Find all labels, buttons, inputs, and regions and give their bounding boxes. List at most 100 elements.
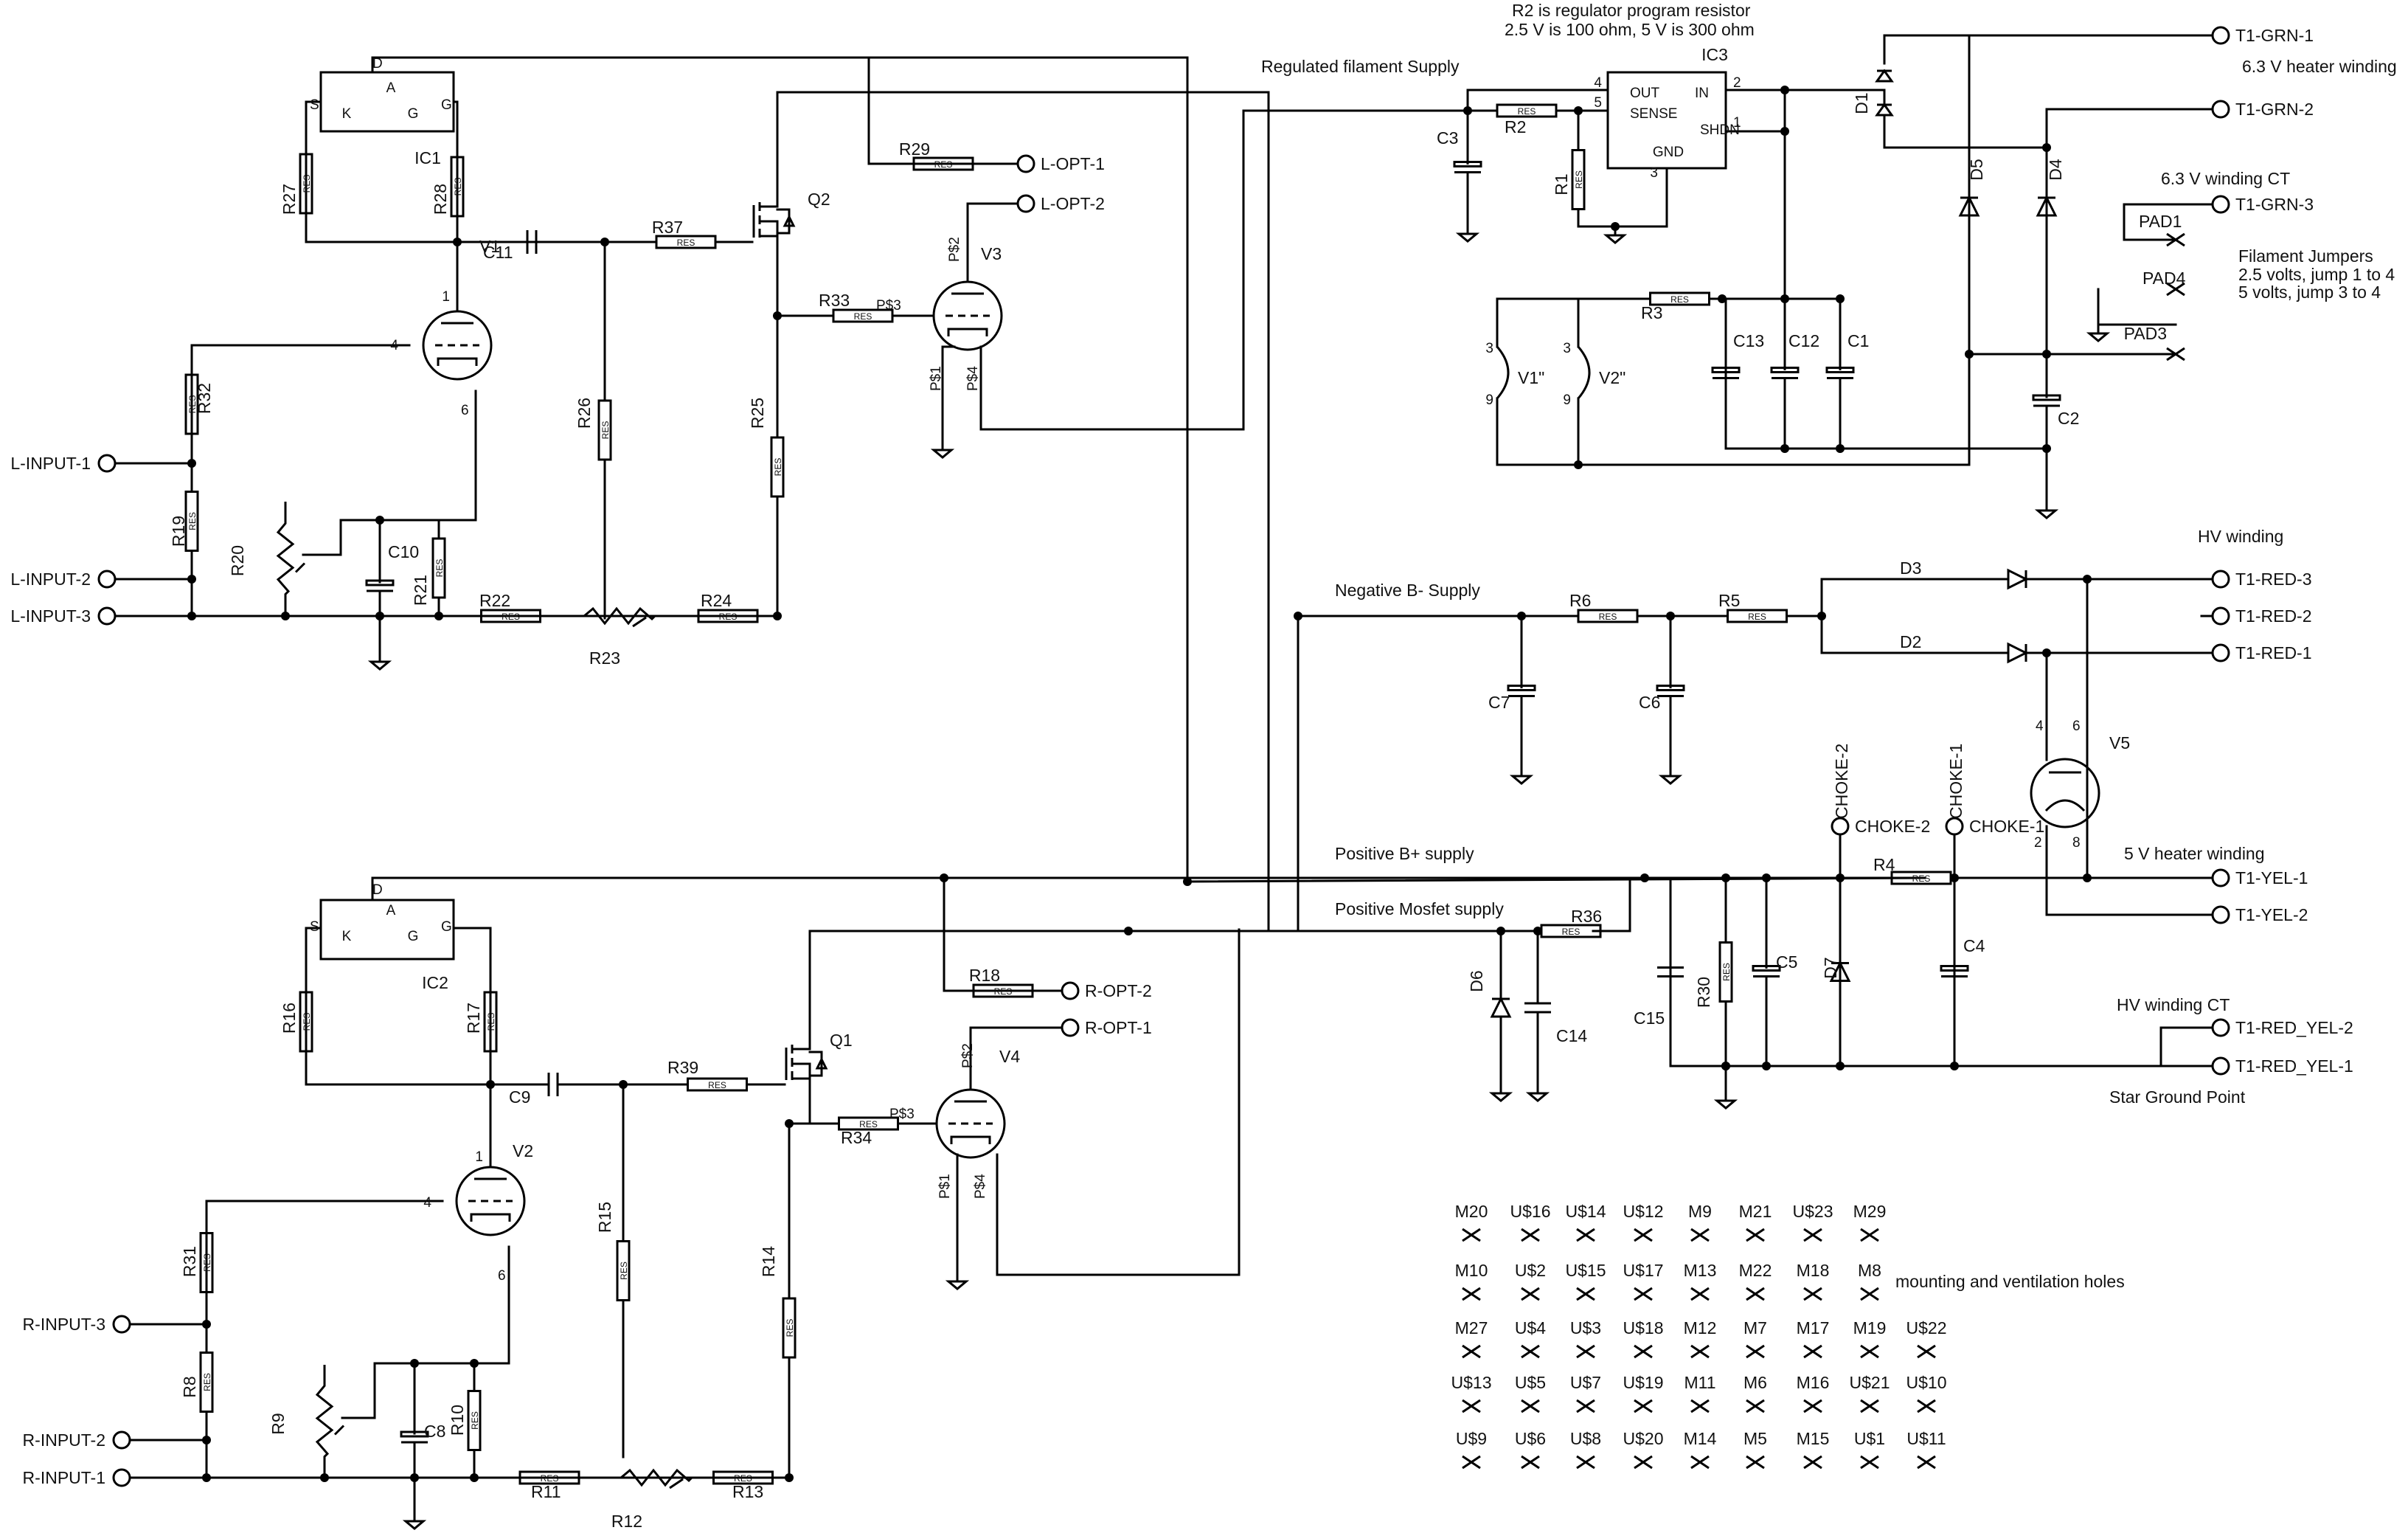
terminal-ry1	[2211, 1056, 2230, 1076]
resistor-R11-body	[518, 1470, 580, 1485]
wire	[758, 190, 779, 208]
terminal-l_in3	[97, 606, 117, 626]
label: D2	[1900, 632, 1921, 651]
mounting-hole-label: M16	[1797, 1373, 1830, 1392]
pot-R20-body	[276, 502, 295, 616]
hole-marker-icon	[1746, 1344, 1765, 1359]
label: C14	[1556, 1026, 1587, 1045]
mounting-hole-label: U$16	[1510, 1202, 1551, 1221]
label: C12	[1788, 331, 1819, 350]
junction-dot	[1950, 1062, 1959, 1070]
resistor-tag: RES	[453, 178, 463, 196]
resistor-tag: RES	[202, 1253, 212, 1272]
label: R27	[280, 184, 299, 215]
resistor-tag: RES	[1574, 170, 1584, 189]
label: D6	[1467, 970, 1486, 992]
resistor-tag: RES	[708, 1080, 726, 1090]
hole-marker-icon	[1634, 1399, 1653, 1413]
ic3-body	[1606, 71, 1727, 170]
tube-V2-cathode	[470, 1213, 511, 1222]
label: C11	[483, 243, 513, 262]
label: IC2	[422, 973, 448, 992]
hole-marker-icon	[1690, 1455, 1710, 1470]
resistor-R14-body	[782, 1297, 797, 1359]
label: C15	[1634, 1008, 1665, 1028]
label: R2	[1505, 117, 1526, 136]
hole-marker-icon	[1690, 1287, 1710, 1301]
label: R2 is regulator program resistor	[1512, 1, 1751, 20]
label: C2	[2058, 409, 2079, 428]
resistor-tag: RES	[994, 986, 1013, 997]
ground-symbol	[1603, 234, 1628, 244]
hole-marker-icon	[1521, 1228, 1540, 1242]
label: A	[386, 903, 396, 918]
cap-C2-plate	[2032, 394, 2061, 401]
terminal-l_opt2	[1016, 194, 1035, 213]
terminal-grn2	[2211, 100, 2230, 119]
terminal-l_in1	[97, 454, 117, 473]
wire	[758, 235, 779, 252]
terminal-label: T1-GRN-2	[2235, 100, 2314, 119]
label: 9	[1563, 392, 1571, 408]
label: 2.5 V is 100 ohm, 5 V is 300 ohm	[1505, 20, 1755, 39]
resistor-R39-body	[687, 1077, 748, 1092]
label: V1	[479, 237, 500, 256]
resistor-tag: RES	[773, 458, 783, 477]
wire	[302, 519, 440, 556]
label: R32	[195, 383, 214, 414]
resistor-tag: RES	[187, 512, 198, 530]
resistor-tag: RES	[470, 1411, 480, 1430]
resistor-tag: RES	[600, 421, 611, 440]
label: P$4	[965, 366, 981, 391]
diode-D2	[2007, 642, 2029, 664]
label: R25	[748, 398, 767, 429]
resistor-R3-body	[1649, 291, 1710, 306]
resistor-tag: RES	[541, 1473, 559, 1484]
label: P$4	[973, 1174, 988, 1199]
diode-D3	[2007, 568, 2029, 590]
wire	[437, 390, 477, 522]
hole-marker-icon	[1917, 1399, 1936, 1413]
diode-D4	[2036, 195, 2058, 217]
pot-R12-body	[597, 1468, 715, 1487]
components	[97, 26, 2230, 1530]
resistor-tag: RES	[1599, 612, 1617, 622]
mounting-hole-label: M27	[1455, 1318, 1488, 1338]
wire	[941, 345, 956, 443]
label: R11	[531, 1482, 561, 1501]
resistor-R8-body	[199, 1352, 214, 1413]
label: R16	[280, 1003, 299, 1034]
label: C10	[388, 542, 419, 561]
mounting-hole-label: M8	[1858, 1261, 1881, 1280]
resistor-tag: RES	[934, 159, 953, 170]
ground-symbol	[1525, 1092, 1550, 1102]
label: V1"	[1518, 368, 1544, 387]
resistor-tag: RES	[719, 612, 738, 622]
mounting-hole-label: M19	[1853, 1318, 1887, 1338]
label: PAD4	[2142, 269, 2186, 288]
label: R12	[611, 1512, 642, 1531]
hole-marker-icon	[1521, 1344, 1540, 1359]
terminal-label: T1-YEL-2	[2235, 905, 2308, 924]
resistor-tag: RES	[677, 238, 695, 248]
terminal-r_in3	[112, 1315, 131, 1334]
hole-marker-icon	[1690, 1344, 1710, 1359]
resistor-tag: RES	[1912, 873, 1931, 884]
hole-marker-icon	[1860, 1287, 1879, 1301]
label: PAD1	[2139, 212, 2182, 231]
wire	[1242, 89, 1609, 112]
label: R39	[667, 1058, 698, 1077]
label: HV winding	[2198, 527, 2283, 546]
hole-marker-icon	[1634, 1455, 1653, 1470]
mounting-hole-label: M11	[1684, 1373, 1715, 1392]
ground-symbol	[1455, 232, 1480, 243]
cap-C4-plate	[1940, 965, 1969, 972]
label: G	[408, 106, 419, 122]
hole-marker-icon	[1860, 1344, 1879, 1359]
mounting-hole-label: M10	[1455, 1261, 1488, 1280]
terminal-grn1	[2211, 26, 2230, 45]
hole-marker-icon	[1521, 1287, 1540, 1301]
junction-dot	[2042, 143, 2051, 152]
